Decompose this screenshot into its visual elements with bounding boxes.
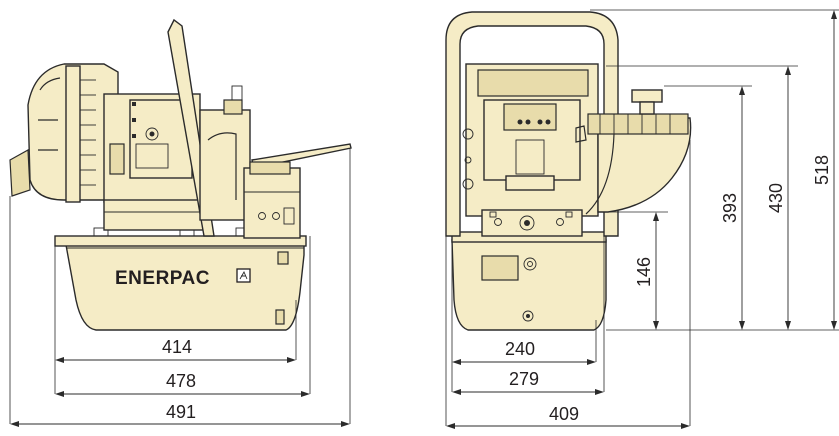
- side-valve-block: [243, 167, 301, 239]
- front-dim-240: 240: [452, 339, 596, 365]
- dim-label-393: 393: [720, 193, 740, 223]
- front-view: [445, 11, 692, 331]
- logo-mark-icon: [236, 268, 251, 283]
- dim-label-146: 146: [634, 257, 654, 287]
- front-dim-409: 409: [446, 404, 690, 429]
- front-dim-518: 518: [812, 10, 837, 330]
- dim-label-478: 478: [166, 371, 196, 391]
- front-filler-cap: [631, 89, 663, 103]
- side-dim-414: 414: [55, 337, 296, 363]
- front-valve-block: [481, 209, 583, 237]
- side-extension-lines: [9, 148, 351, 424]
- dim-label-240: 240: [505, 339, 535, 359]
- dim-label-518: 518: [812, 155, 832, 185]
- front-dim-279: 279: [451, 362, 604, 395]
- dim-label-491: 491: [166, 402, 196, 422]
- front-dim-146: 146: [634, 212, 659, 330]
- dim-label-430: 430: [766, 183, 786, 213]
- dim-label-414: 414: [162, 337, 192, 357]
- front-dim-393: 393: [720, 86, 745, 330]
- side-view: ENERPAC: [9, 18, 352, 331]
- side-breather: [277, 251, 289, 265]
- side-dim-491: 491: [10, 402, 350, 427]
- brand-logo: ENERPAC: [115, 268, 210, 289]
- side-dim-478: 478: [54, 360, 310, 397]
- side-reservoir: [65, 244, 305, 331]
- dim-label-279: 279: [509, 369, 539, 389]
- front-dim-430: 430: [766, 66, 791, 330]
- dim-label-409: 409: [549, 404, 579, 424]
- front-extension-lines: [445, 9, 839, 426]
- front-side-tank: [597, 117, 692, 213]
